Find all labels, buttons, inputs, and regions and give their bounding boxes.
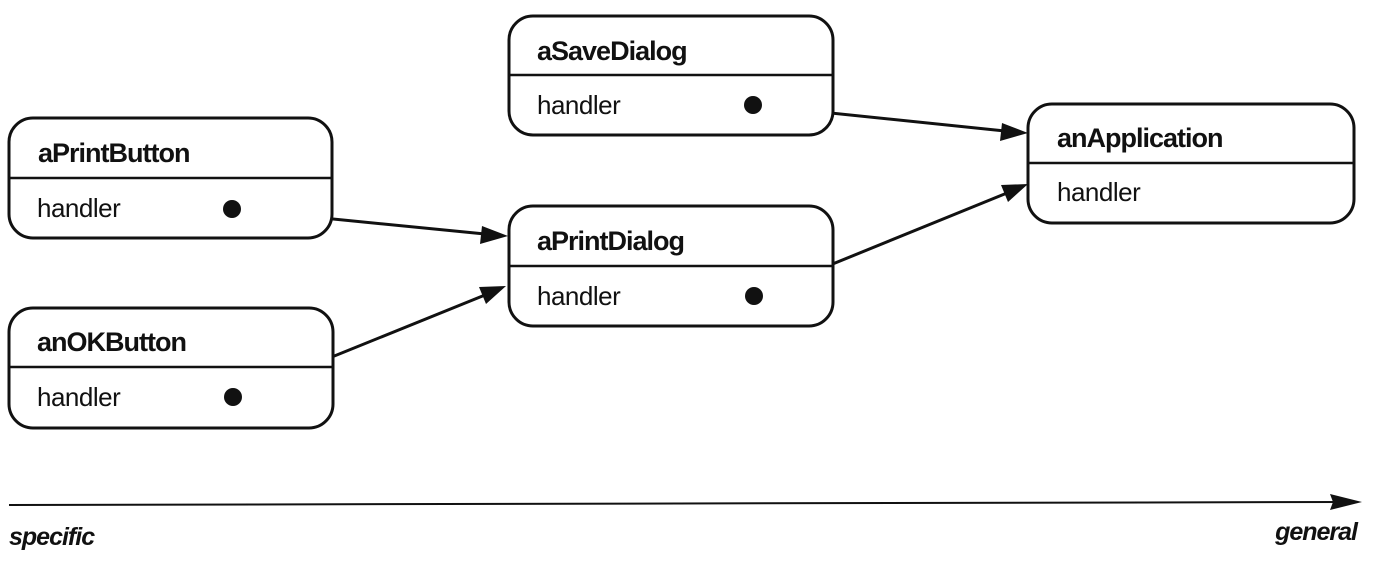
object-title: anApplication bbox=[1057, 123, 1223, 153]
object-asavedialog: aSaveDialog handler bbox=[507, 14, 835, 137]
object-aprintdialog: aPrintDialog handler bbox=[507, 204, 835, 328]
arrowhead-aprintdialog-from-aprintbutton bbox=[480, 226, 508, 244]
object-title: aPrintButton bbox=[38, 138, 189, 168]
object-title: aSaveDialog bbox=[537, 36, 687, 66]
handler-field-label: handler bbox=[537, 90, 621, 120]
arrowhead-anapplication-from-aprintdialog bbox=[1001, 184, 1028, 202]
axis-line bbox=[8, 501, 1346, 506]
handler-field-label: handler bbox=[1057, 177, 1141, 207]
object-title: anOKButton bbox=[37, 327, 186, 357]
arrowhead-anapplication-from-asavedialog bbox=[1000, 123, 1028, 141]
axis-start-label: specific bbox=[9, 523, 95, 551]
handler-reference-dot bbox=[223, 200, 241, 218]
specificity-axis: specific general bbox=[8, 494, 1362, 551]
handler-field-label: handler bbox=[537, 281, 621, 311]
handler-reference-dot bbox=[745, 287, 763, 305]
object-aprintbutton: aPrintButton handler bbox=[7, 116, 334, 240]
handler-reference-dot bbox=[744, 96, 762, 114]
handler-field-label: handler bbox=[37, 193, 121, 223]
object-anapplication: anApplication handler bbox=[1026, 102, 1356, 225]
handler-field-label: handler bbox=[37, 382, 121, 412]
object-title: aPrintDialog bbox=[537, 226, 684, 256]
handler-reference-dot bbox=[224, 388, 242, 406]
arrowhead-aprintdialog-from-anokbutton bbox=[479, 286, 506, 304]
axis-end-label: general bbox=[1274, 518, 1359, 546]
object-anokbutton: anOKButton handler bbox=[7, 306, 335, 430]
axis-arrowhead bbox=[1330, 494, 1362, 510]
